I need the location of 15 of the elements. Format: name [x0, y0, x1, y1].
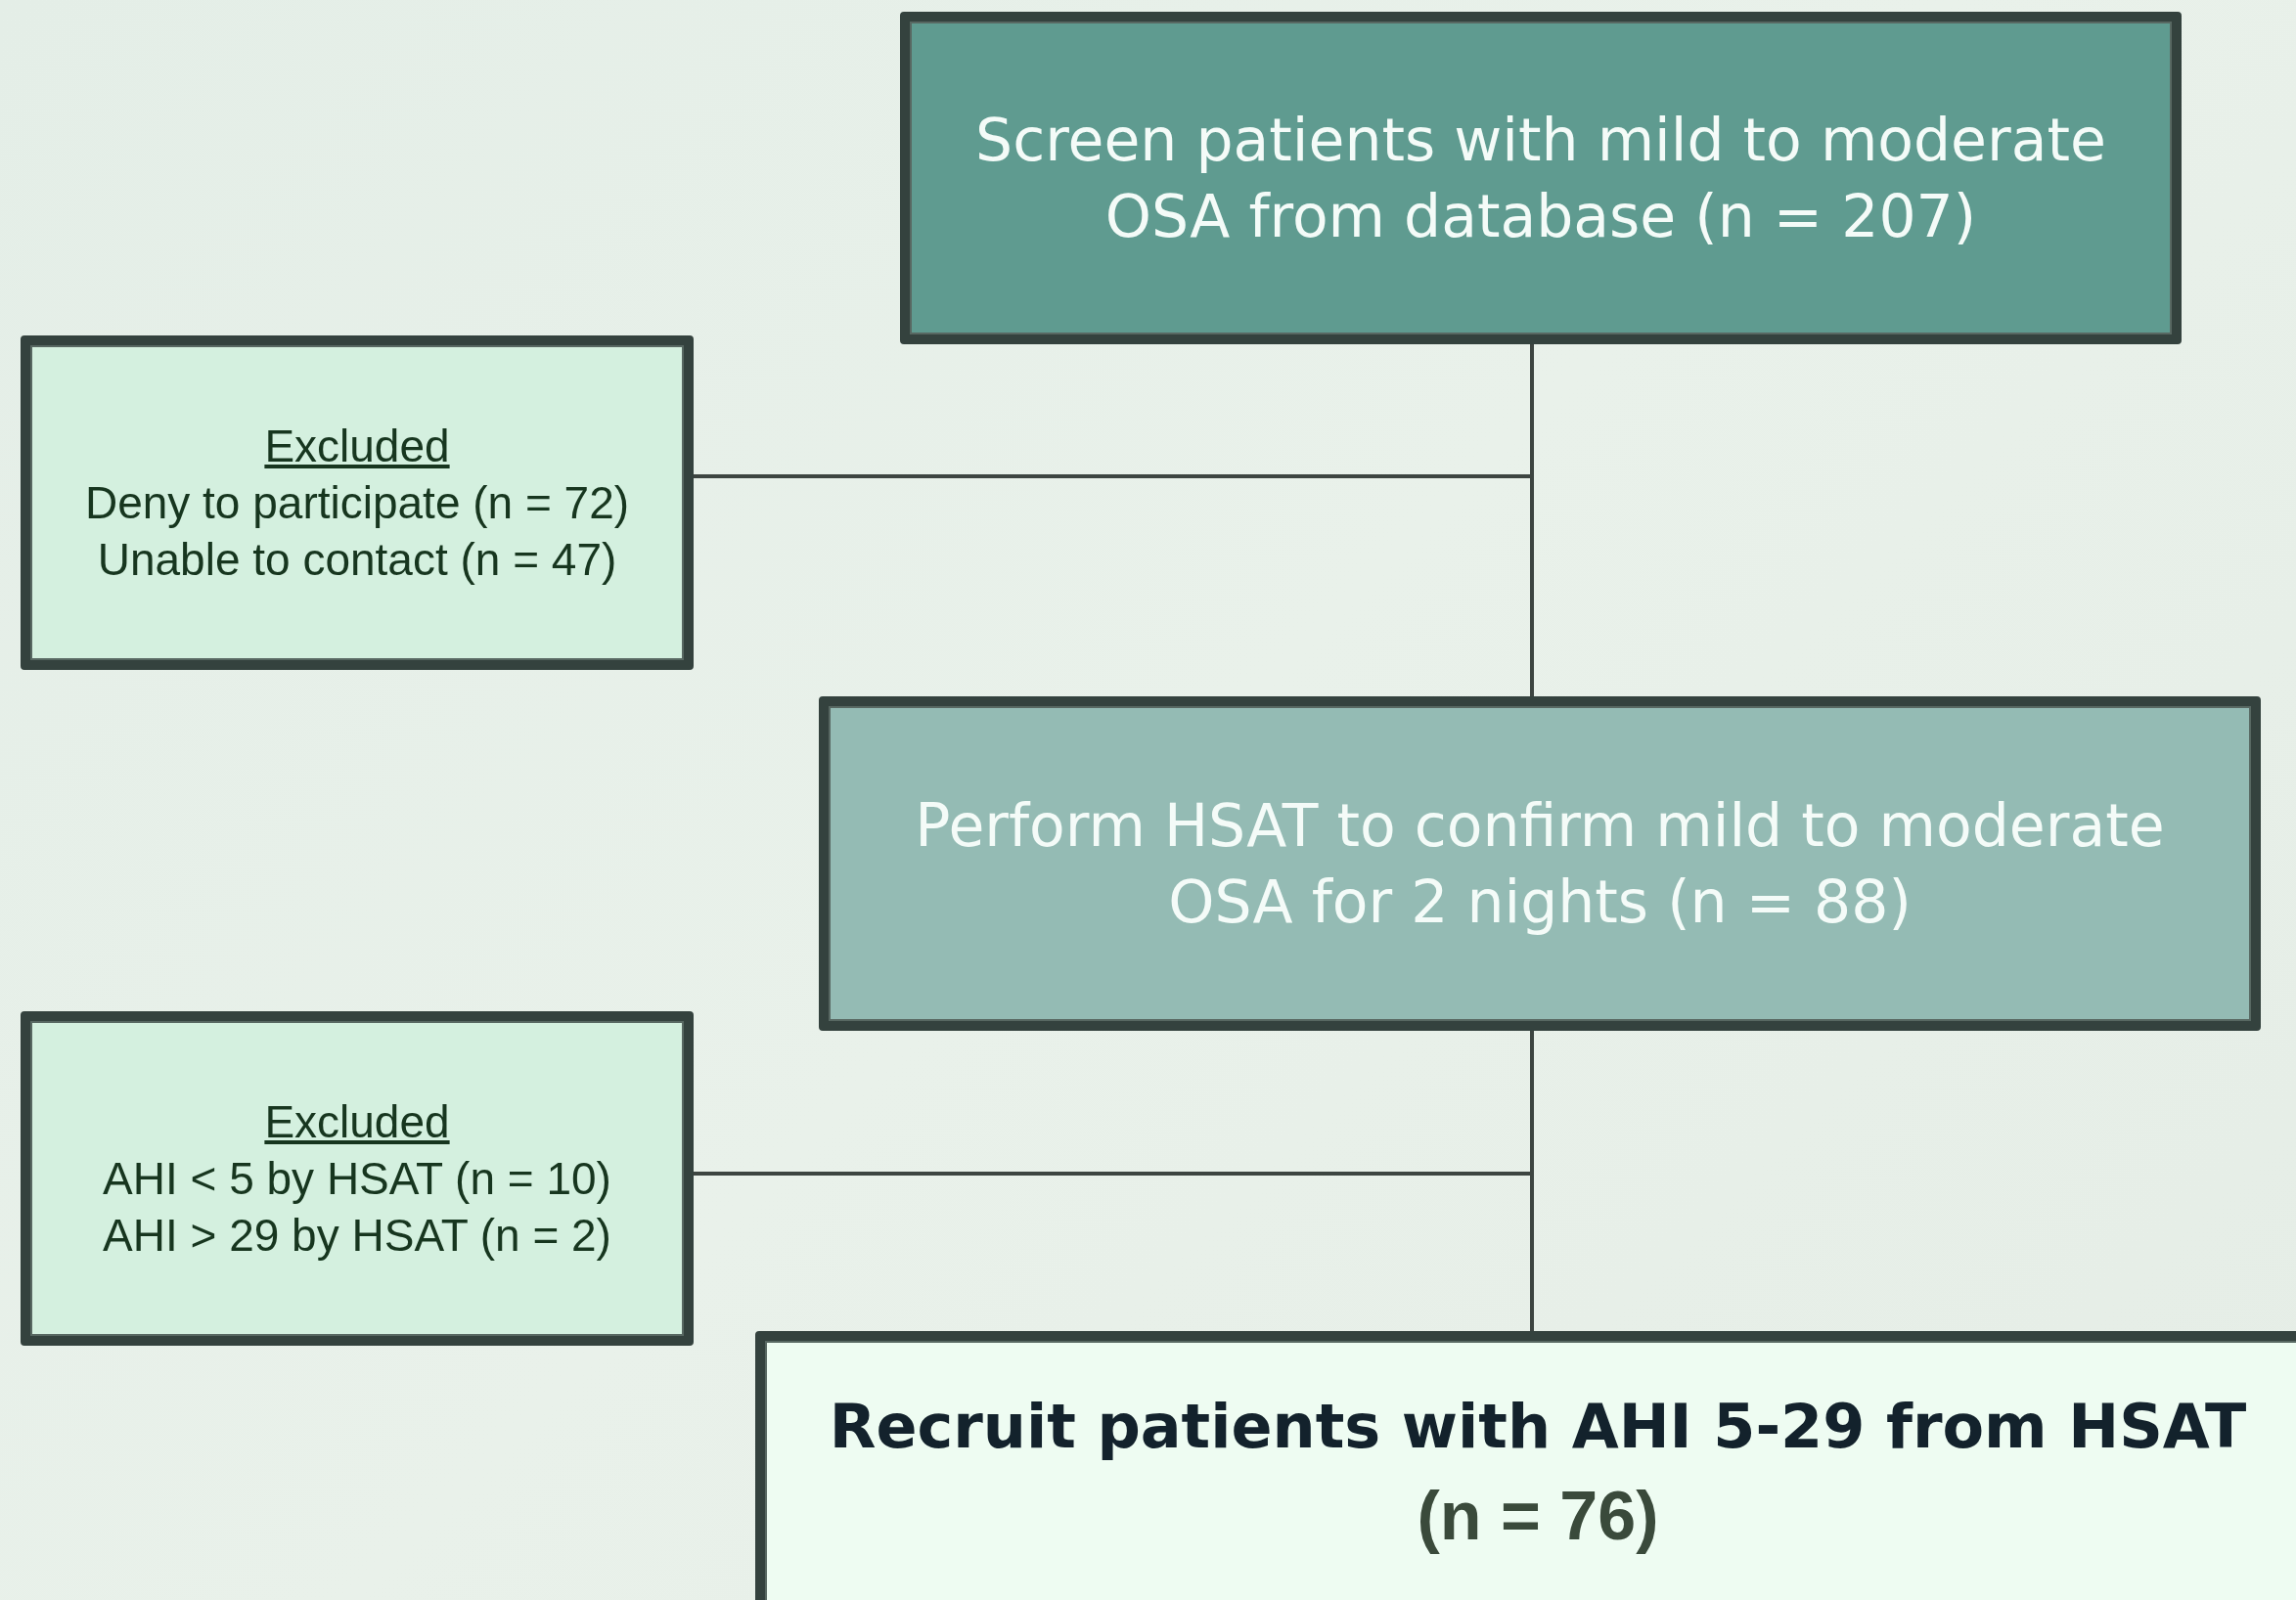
exclusion-reason: AHI < 5 by HSAT (n = 10): [103, 1152, 611, 1206]
exclusion-reason: AHI > 29 by HSAT (n = 2): [103, 1209, 611, 1263]
box-text: Screen patients with mild to moderate OSA from database (n = 207): [974, 105, 2107, 252]
box-heading: Excluded: [264, 420, 450, 473]
process-box: [819, 696, 2261, 1031]
box-text: Perform HSAT to confirm mild to moderate OSA for 2 nights (n = 88): [914, 790, 2166, 938]
box-text: Recruit patients with AHI 5-29 from HSAT: [829, 1390, 2247, 1464]
exclusion-reason: Unable to contact (n = 47): [97, 533, 617, 587]
result-box: [755, 1331, 2296, 1600]
exclusion-reason: Deny to participate (n = 72): [84, 476, 630, 530]
process-box: [900, 12, 2182, 344]
exclusion-box: [21, 1011, 694, 1346]
count-text: (n = 76): [1417, 1477, 1659, 1556]
exclusion-box: [21, 335, 694, 670]
box-heading: Excluded: [264, 1095, 450, 1149]
